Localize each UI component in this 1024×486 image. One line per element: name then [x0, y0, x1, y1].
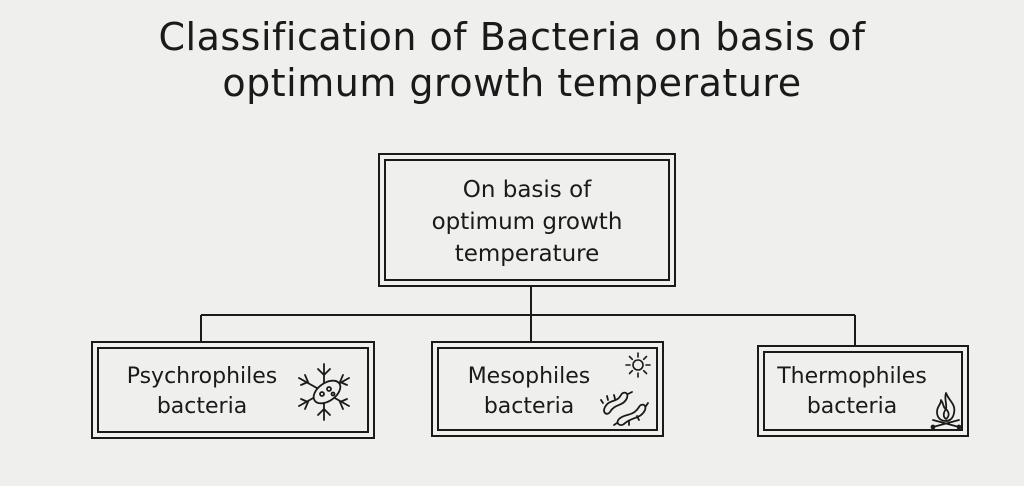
rod-bacteria-icon — [600, 391, 649, 426]
title-line-2: optimum growth temperature — [222, 61, 802, 105]
psychrophiles-label-line-2: bacteria — [156, 394, 248, 419]
root-label-line-1: On basis of — [462, 177, 592, 203]
mesophiles-label: Mesophiles bacteria — [449, 362, 609, 422]
title-line-1: Classification of Bacteria on basis of — [158, 15, 866, 59]
thermophiles-label: Thermophiles bacteria — [767, 362, 937, 422]
psychrophiles-label: Psychrophiles bacteria — [107, 362, 297, 422]
mesophiles-label-line-2: bacteria — [483, 394, 575, 419]
root-node-inner-border — [384, 159, 670, 281]
thermophiles-node: Thermophiles bacteria — [757, 345, 969, 437]
root-node: On basis of optimum growth temperature — [378, 153, 676, 287]
psychrophiles-inner-border — [97, 347, 369, 433]
mesophiles-label-line-1: Mesophiles — [467, 364, 591, 389]
root-node-label: On basis of optimum growth temperature — [380, 174, 674, 270]
root-label-line-3: temperature — [454, 241, 600, 267]
sun-icon — [625, 352, 651, 378]
root-label-line-2: optimum growth — [431, 209, 623, 235]
psychrophiles-node: Psychrophiles bacteria — [91, 341, 375, 439]
mesophiles-inner-border — [437, 347, 658, 431]
snowflake-bacteria-icon — [298, 363, 350, 421]
mesophiles-node: Mesophiles bacteria — [431, 341, 664, 437]
thermophiles-label-line-2: bacteria — [806, 394, 898, 419]
campfire-icon — [930, 392, 962, 430]
thermophiles-inner-border — [763, 351, 963, 431]
thermophiles-label-line-1: Thermophiles — [777, 364, 927, 389]
page-title: Classification of Bacteria on basis of o… — [0, 14, 1024, 106]
psychrophiles-label-line-1: Psychrophiles — [126, 364, 278, 389]
